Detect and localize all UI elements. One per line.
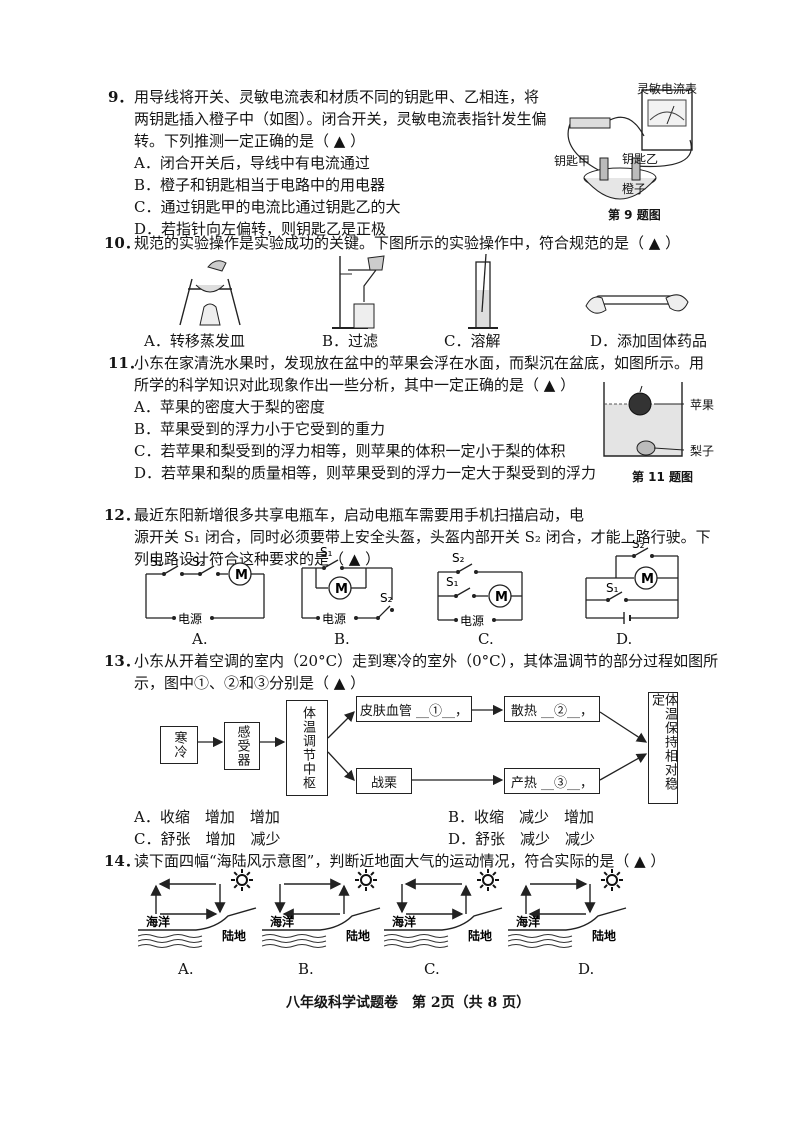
q12-b-source: 电源 — [322, 612, 346, 626]
q12-c-source: 电源 — [460, 614, 484, 628]
q10-figure-a — [179, 260, 241, 326]
q10-option-a: A．转移蒸发皿 — [144, 332, 245, 350]
q13-option-c: C．舒张 增加 减少 — [134, 830, 281, 848]
q13-stem-line2: 示，图中①、②和③分别是（ ▲ ） — [134, 674, 366, 692]
q12-d-s1: S₁ — [606, 581, 619, 595]
q10-figure-c — [468, 253, 498, 329]
q14-ocean-label: 海洋 — [270, 914, 294, 929]
q9-caption: 第 9 题图 — [608, 208, 661, 222]
q9-option-a: A．闭合开关后，导线中有电流通过 — [134, 154, 370, 172]
q10-option-d: D．添加固体药品 — [590, 332, 708, 350]
q12-circuit-b: M 电源 S₁ S₂ — [301, 545, 394, 626]
q12-number: 12． — [104, 506, 140, 524]
q10-stem: 规范的实验操作是实验成功的关键。下图所示的实验操作中，符合规范的是（ ▲ ） — [134, 234, 681, 252]
q10-figure-d — [585, 294, 689, 314]
q11-stem-line1: 小东在家清洗水果时，发现放在盆中的苹果会浮在水面，而梨沉在盆底，如图所示。用 — [134, 354, 705, 372]
q12-stem-line2: 源开关 S₁ 闭合，同时必须要带上安全头盔，头盔内部开关 S₂ 闭合，才能上路行… — [134, 528, 711, 546]
q12-stem-line1: 最近东阳新增很多共享电瓶车，启动电瓶车需要用手机扫描启动，电 — [134, 506, 585, 524]
q10-number: 10． — [104, 234, 140, 252]
q13-option-b: B．收缩 减少 增加 — [448, 808, 595, 826]
q13-box-shiver: 战栗 — [356, 768, 412, 794]
q9-stem-line3: 转。下列推测一定正确的是（ ▲ ） — [134, 132, 366, 150]
q12-a-s1: S₁ — [150, 556, 163, 569]
q13-number: 13． — [104, 652, 140, 670]
q13-box-heat-loss: 散热 __②__， — [504, 696, 600, 722]
q11-option-b: B．苹果受到的浮力小于它受到的重力 — [134, 420, 386, 438]
q12-choice-d: D. — [616, 630, 633, 648]
q13-option-a: A．收缩 增加 增加 — [134, 808, 280, 826]
q12-d-motor: M — [641, 572, 654, 587]
q14-land-label: 陆地 — [346, 928, 370, 943]
q12-b-s2: S₂ — [380, 591, 393, 605]
q14-choice-c: C. — [424, 960, 440, 978]
q10-option-b: B．过滤 — [322, 332, 379, 350]
q12-choice-b: B. — [334, 630, 350, 648]
q12-b-s1: S₁ — [320, 545, 333, 559]
q14-ocean-label: 海洋 — [392, 914, 416, 929]
q11-pear-label: 梨子 — [690, 444, 715, 458]
q12-circuit-d: M S₂ S₁ — [585, 540, 679, 624]
q11-stem-line2: 所学的科学知识对此现象作出一些分析，其中一定正确的是（ ▲ ） — [134, 376, 576, 394]
q12-c-s1: S₁ — [446, 575, 459, 589]
q14-ocean-label: 海洋 — [516, 914, 540, 929]
q13-box-skin-vessel: 皮肤血管 __①__， — [356, 696, 472, 722]
q9-figure — [567, 89, 693, 200]
q9-key-a-label: 钥匙甲 — [554, 154, 591, 168]
q9-stem-line2: 两钥匙插入橙子中（如图）。闭合开关，灵敏电流表指针发生偏 — [134, 110, 547, 128]
q12-c-motor: M — [495, 590, 508, 605]
page-footer: 八年级科学试题卷 第 2页（共 8 页） — [286, 995, 531, 1011]
q12-a-source: 电源 — [178, 612, 202, 626]
q12-a-s2: S₂ — [192, 556, 205, 569]
q14-choice-b: B. — [298, 960, 314, 978]
q12-a-motor: M — [235, 568, 248, 583]
q14-stem: 读下面四幅“海陆风示意图”，判断近地面大气的运动情况，符合实际的是（ ▲ ） — [134, 852, 666, 870]
q10-figure-b — [332, 255, 385, 329]
q9-meter-label: 灵敏电流表 — [637, 82, 698, 96]
q13-box-receptor: 感受器 — [224, 722, 260, 770]
q14-choice-d: D. — [578, 960, 595, 978]
q13-stem-line1: 小东从开着空调的室内（20°C）走到寒冷的室外（0°C），其体温调节的部分过程如… — [134, 652, 719, 670]
q9-orange-label: 橙子 — [622, 182, 647, 196]
q12-choice-c: C. — [478, 630, 494, 648]
q11-option-a: A．苹果的密度大于梨的密度 — [134, 398, 325, 416]
q13-option-d: D．舒张 减少 减少 — [448, 830, 596, 848]
q12-d-s2: S₂ — [632, 540, 645, 551]
q9-option-b: B．橙子和钥匙相当于电路中的用电器 — [134, 176, 386, 194]
q13-box-center: 体温调节中枢 — [286, 700, 328, 796]
q11-number: 11． — [108, 354, 144, 372]
q9-option-d: D．若指针向左偏转，则钥匙乙是正极 — [134, 220, 387, 238]
q14-land-label: 陆地 — [222, 928, 246, 943]
q12-circuit-c: M 电源 S₂ S₁ — [437, 551, 523, 628]
q9-stem-line1: 用导线将开关、灵敏电流表和材质不同的钥匙甲、乙相连，将 — [134, 88, 540, 106]
q11-option-c: C．若苹果和梨受到的浮力相等，则苹果的体积一定小于梨的体积 — [134, 442, 566, 460]
q9-option-c: C．通过钥匙甲的电流比通过钥匙乙的大 — [134, 198, 401, 216]
q14-number: 14． — [104, 852, 140, 870]
q10-option-c: C．溶解 — [444, 332, 501, 350]
q9-key-b-label: 钥匙乙 — [622, 152, 659, 166]
q12-b-motor: M — [335, 582, 348, 597]
q11-apple-label: 苹果 — [690, 398, 715, 412]
q11-caption: 第 11 题图 — [632, 470, 694, 484]
q11-option-d: D．若苹果和梨的质量相等，则苹果受到的浮力一定大于梨受到的浮力 — [134, 464, 597, 482]
q13-box-heat-production: 产热 __③__， — [504, 768, 600, 794]
q14-land-label: 陆地 — [592, 928, 616, 943]
q13-box-cold: 寒冷 — [160, 726, 198, 764]
q13-flow-arrows — [198, 704, 648, 786]
q12-c-s2: S₂ — [452, 551, 465, 565]
q14-choice-a: A. — [178, 960, 194, 978]
q12-circuit-a: M 电源 S₁ S₂ — [145, 556, 265, 626]
q11-figure — [603, 382, 685, 457]
q14-land-label: 陆地 — [468, 928, 492, 943]
q13-box-stable: 体温保持相对稳定 — [648, 692, 678, 804]
q9-number: 9． — [108, 88, 134, 106]
q12-choice-a: A. — [192, 630, 208, 648]
q14-ocean-label: 海洋 — [146, 914, 170, 929]
q12-stem-line3: 列电路设计符合这种要求的是（ ▲ ） — [134, 550, 381, 568]
